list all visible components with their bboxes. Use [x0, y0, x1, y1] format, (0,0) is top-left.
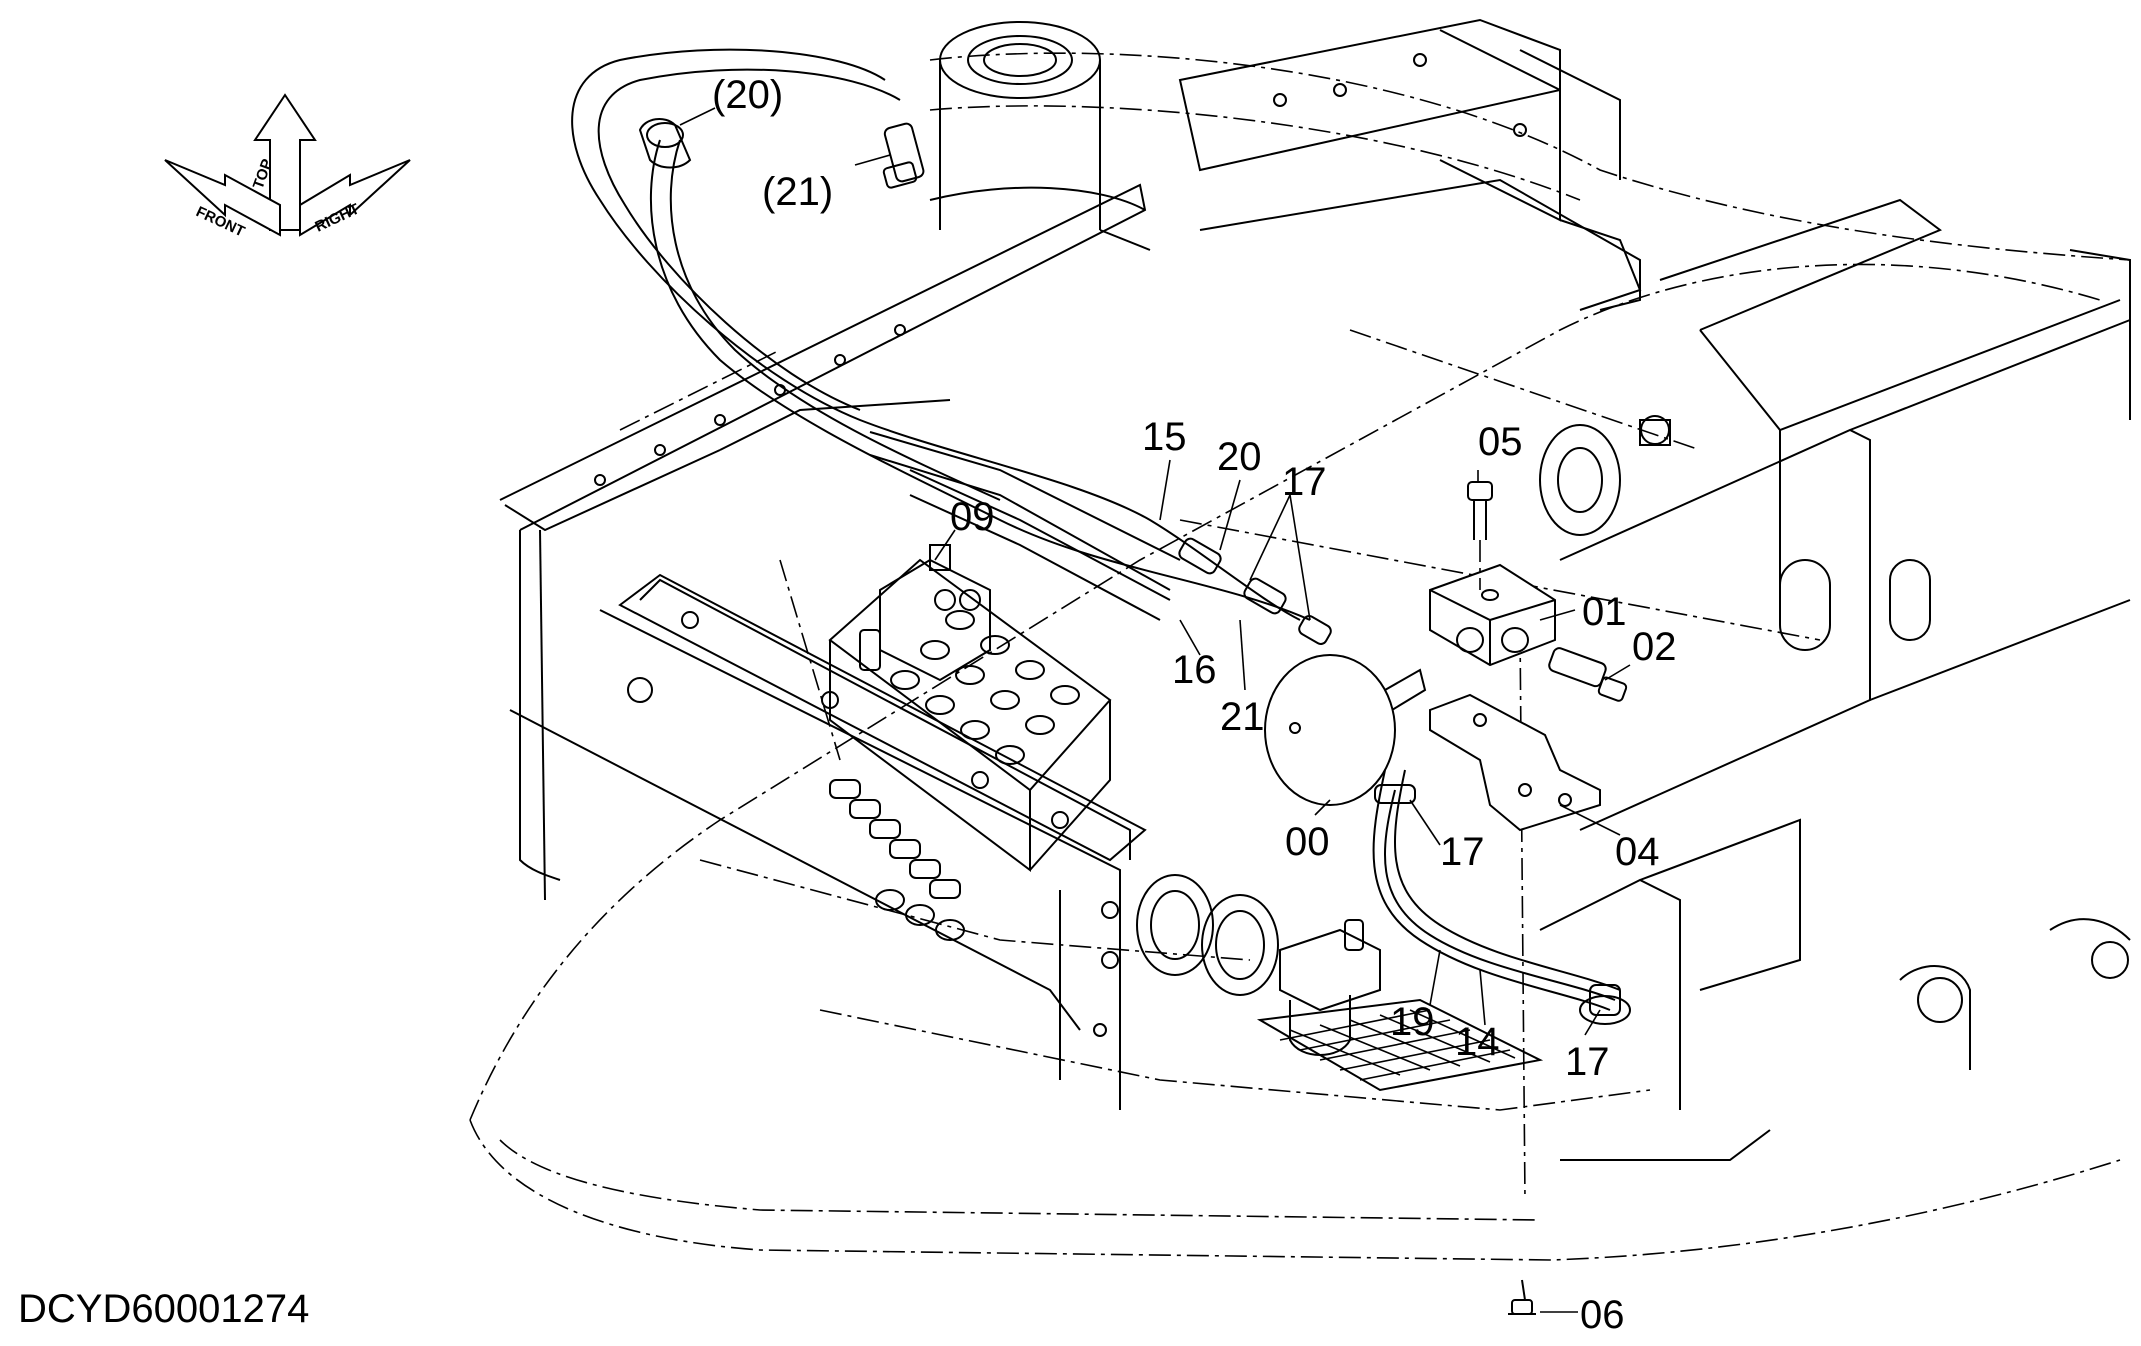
callout-01: 01	[1582, 590, 1627, 634]
hydraulic-filter	[1279, 919, 1381, 1056]
bolt-06	[1508, 1279, 1536, 1315]
valve-fittings	[829, 779, 965, 941]
hose-sleeves	[869, 431, 1181, 621]
hose-clamps	[1178, 537, 1631, 1025]
callout-14: 14	[1455, 1020, 1500, 1064]
valve-bracket	[618, 573, 1147, 862]
main-frame-beam	[499, 183, 1147, 901]
right-side-frame	[1539, 319, 2131, 1161]
hose-21	[571, 48, 1301, 621]
bolt-05	[1467, 481, 1493, 590]
hose-20	[649, 139, 1311, 621]
callout-20-ref: (20)	[712, 73, 783, 117]
main-control-valve	[828, 544, 1112, 941]
boom-swing-post	[929, 21, 1151, 251]
callout-16: 16	[1172, 648, 1217, 692]
left-sill-frame	[509, 578, 1279, 1110]
leader-lines	[679, 107, 1631, 1313]
callout-17-middle: 17	[1440, 830, 1485, 874]
callout-20: 20	[1217, 435, 1262, 479]
drawing-code: DCYD60001274	[18, 1287, 309, 1331]
callout-21-ref: (21)	[762, 170, 833, 214]
callout-21: 21	[1220, 695, 1265, 739]
hose-14-19	[1372, 769, 1621, 1011]
fitting-20-elbow	[638, 118, 692, 169]
accumulator-00	[1264, 654, 1427, 806]
callout-04: 04	[1615, 830, 1660, 874]
callout-15: 15	[1142, 415, 1187, 459]
floor-grating	[1256, 998, 1544, 1092]
right-frame-plates	[1178, 18, 2131, 620]
bracket-04	[1429, 693, 1601, 832]
callout-17-lower: 17	[1565, 1040, 1610, 1084]
manifold-block-01	[1429, 563, 1556, 667]
fitting-02	[1548, 647, 1628, 702]
callout-00: 00	[1285, 820, 1330, 864]
orientation-arrows-icon: TOP FRONT RIGHT	[164, 93, 411, 240]
callout-17-upper: 17	[1282, 460, 1327, 504]
callout-06: 06	[1580, 1293, 1625, 1337]
valve-port-caps	[890, 610, 1080, 765]
callout-19: 19	[1390, 1000, 1435, 1044]
callout-05: 05	[1478, 420, 1523, 464]
callout-02: 02	[1632, 625, 1677, 669]
fitting-21-straight	[882, 122, 925, 189]
callout-09: 09	[950, 495, 995, 539]
